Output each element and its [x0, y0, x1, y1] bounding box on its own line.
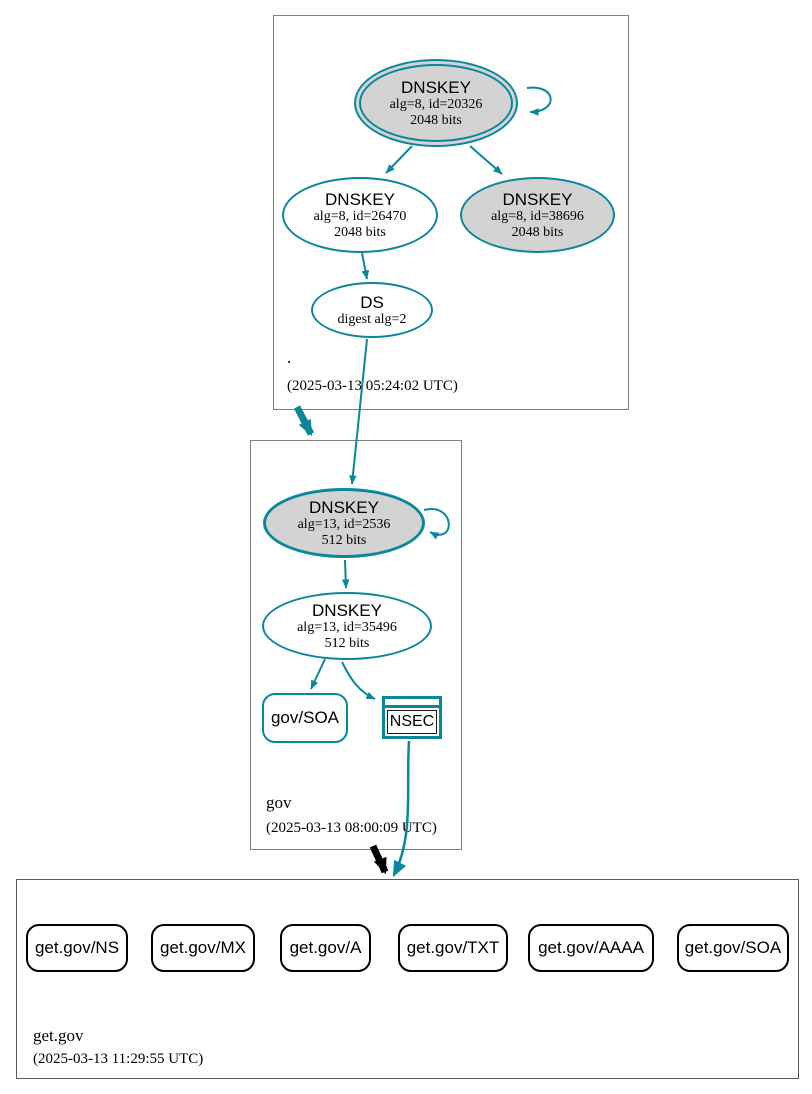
rrset-node-getgov-mx[interactable]: get.gov/MX [151, 924, 255, 972]
nsec-node-gov[interactable]: NSEC [382, 696, 442, 739]
dnskey-bits: 512 bits [321, 532, 367, 548]
rrset-node-getgov-a[interactable]: get.gov/A [280, 924, 371, 972]
rrset-node-getgov-aaaa[interactable]: get.gov/AAAA [528, 924, 654, 972]
dnskey-bits: 2048 bits [511, 224, 564, 240]
rrset-label: get.gov/MX [160, 938, 246, 957]
rrset-node-getgov-soa[interactable]: get.gov/SOA [677, 924, 789, 972]
edge-gov-zsk-to-soa [310, 658, 326, 690]
dnskey-bits: 512 bits [324, 635, 370, 651]
edge-root-ksk-to-zsk [385, 145, 413, 174]
edge-gov-zone-to-getgov-zone [369, 844, 389, 875]
dnskey-title: DNSKEY [325, 189, 395, 209]
zone-timestamp-root: (2025-03-13 05:24:02 UTC) [287, 378, 458, 394]
dnskey-bits: 2048 bits [410, 112, 462, 128]
edge-root-ds-to-gov-ksk [349, 338, 368, 485]
edge-gov-ksk-to-zsk [341, 559, 350, 589]
rrset-label: get.gov/SOA [684, 938, 782, 957]
edge-root-zone-to-gov-zone [293, 405, 315, 437]
zone-label-gov: gov [266, 793, 292, 812]
dnskey-title: DNSKEY [309, 497, 379, 517]
edge-gov-nsec-to-getgov [392, 740, 411, 878]
dnskey-node-gov-zsk[interactable]: DNSKEY alg=13, id=35496 512 bits [262, 592, 432, 660]
dnskey-detail: alg=8, id=38696 [491, 208, 584, 224]
dnskey-node-gov-ksk[interactable]: DNSKEY alg=13, id=2536 512 bits [263, 488, 425, 558]
edge-gov-ksk-selfloop [423, 508, 450, 540]
nsec-label: NSEC [389, 713, 435, 730]
dnskey-detail: alg=8, id=20326 [389, 96, 483, 112]
rrset-node-getgov-txt[interactable]: get.gov/TXT [398, 924, 508, 972]
edge-gov-zsk-to-nsec [341, 661, 376, 700]
ds-node-root[interactable]: DS digest alg=2 [311, 282, 433, 338]
rrset-label: get.gov/NS [34, 938, 120, 957]
dnskey-node-root-zsk[interactable]: DNSKEY alg=8, id=26470 2048 bits [282, 177, 438, 253]
rrset-label: get.gov/TXT [406, 938, 500, 957]
rrset-label: gov/SOA [270, 708, 340, 727]
rrset-label: get.gov/A [289, 938, 362, 957]
zone-timestamp-getgov: (2025-03-13 11:29:55 UTC) [33, 1051, 204, 1067]
edge-root-ksk-to-ksk2 [469, 145, 503, 175]
rrset-node-getgov-ns[interactable]: get.gov/NS [26, 924, 128, 972]
zone-box-root [273, 15, 629, 410]
nsec-label-cell: NSEC [387, 710, 437, 734]
edge-root-zsk-to-ds [361, 252, 370, 280]
dnskey-bits: 2048 bits [334, 224, 386, 240]
rrset-label: get.gov/AAAA [538, 938, 644, 957]
ds-detail: digest alg=2 [337, 311, 407, 327]
zone-label-getgov: get.gov [33, 1026, 84, 1045]
edge-root-ksk-selfloop [526, 86, 552, 116]
dnskey-detail: alg=13, id=2536 [297, 516, 391, 532]
ds-title: DS [360, 292, 384, 312]
dnskey-detail: alg=8, id=26470 [313, 208, 407, 224]
rrset-node-gov-soa[interactable]: gov/SOA [262, 693, 348, 743]
dnskey-title: DNSKEY [312, 600, 382, 620]
dnskey-detail: alg=13, id=35496 [297, 619, 397, 635]
nsec-empty-cell [385, 699, 439, 708]
zone-label-root: . [287, 348, 292, 367]
dnskey-node-root-ksk2[interactable]: DNSKEY alg=8, id=38696 2048 bits [460, 177, 615, 253]
zone-timestamp-gov: (2025-03-13 08:00:09 UTC) [266, 820, 437, 836]
dnskey-title: DNSKEY [502, 189, 573, 209]
dnskey-title: DNSKEY [401, 77, 471, 97]
zone-box-getgov [16, 879, 799, 1079]
dnskey-node-root-ksk[interactable]: DNSKEY alg=8, id=20326 2048 bits [354, 59, 518, 147]
